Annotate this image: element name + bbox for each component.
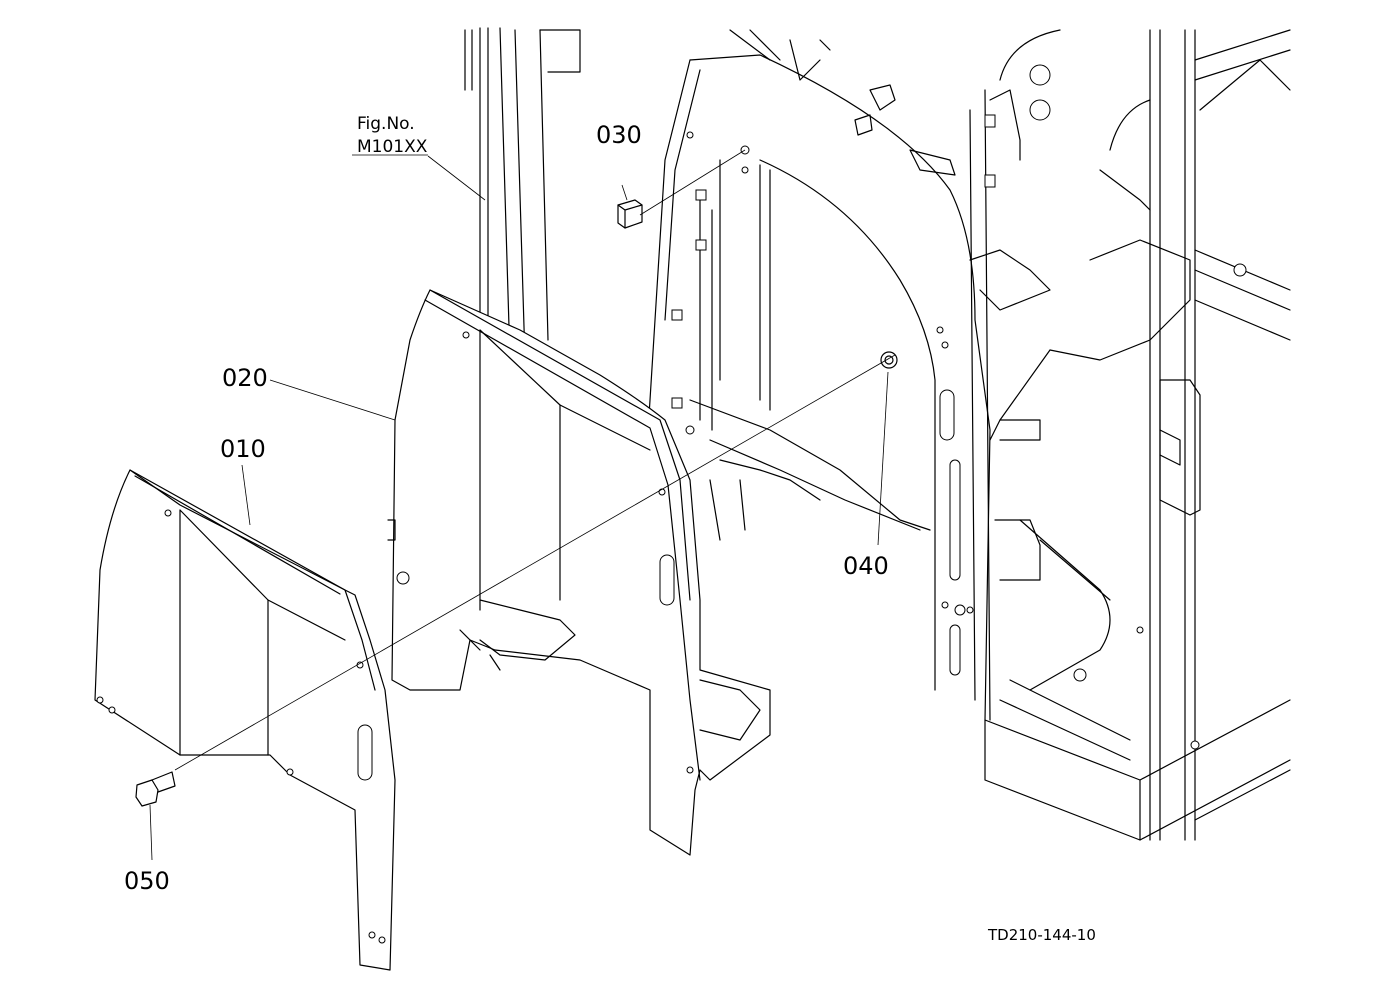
part-040-nut (880, 351, 898, 369)
callout-020: 020 (222, 364, 268, 392)
part-020-cover (387, 289, 771, 856)
fig-number: M101XX (357, 137, 428, 157)
part-050-bolt (135, 771, 176, 807)
part-030-cap (617, 199, 643, 229)
cab-frame (464, 27, 1291, 841)
drawing-code: TD210-144-10 (987, 926, 1096, 944)
part-010-cover (94, 469, 396, 971)
callout-030: 030 (596, 121, 642, 149)
fig-label: Fig.No. (357, 114, 415, 134)
callout-050: 050 (124, 867, 170, 895)
leader-lines (149, 149, 896, 861)
callout-040: 040 (843, 552, 889, 580)
callout-010: 010 (220, 435, 266, 463)
